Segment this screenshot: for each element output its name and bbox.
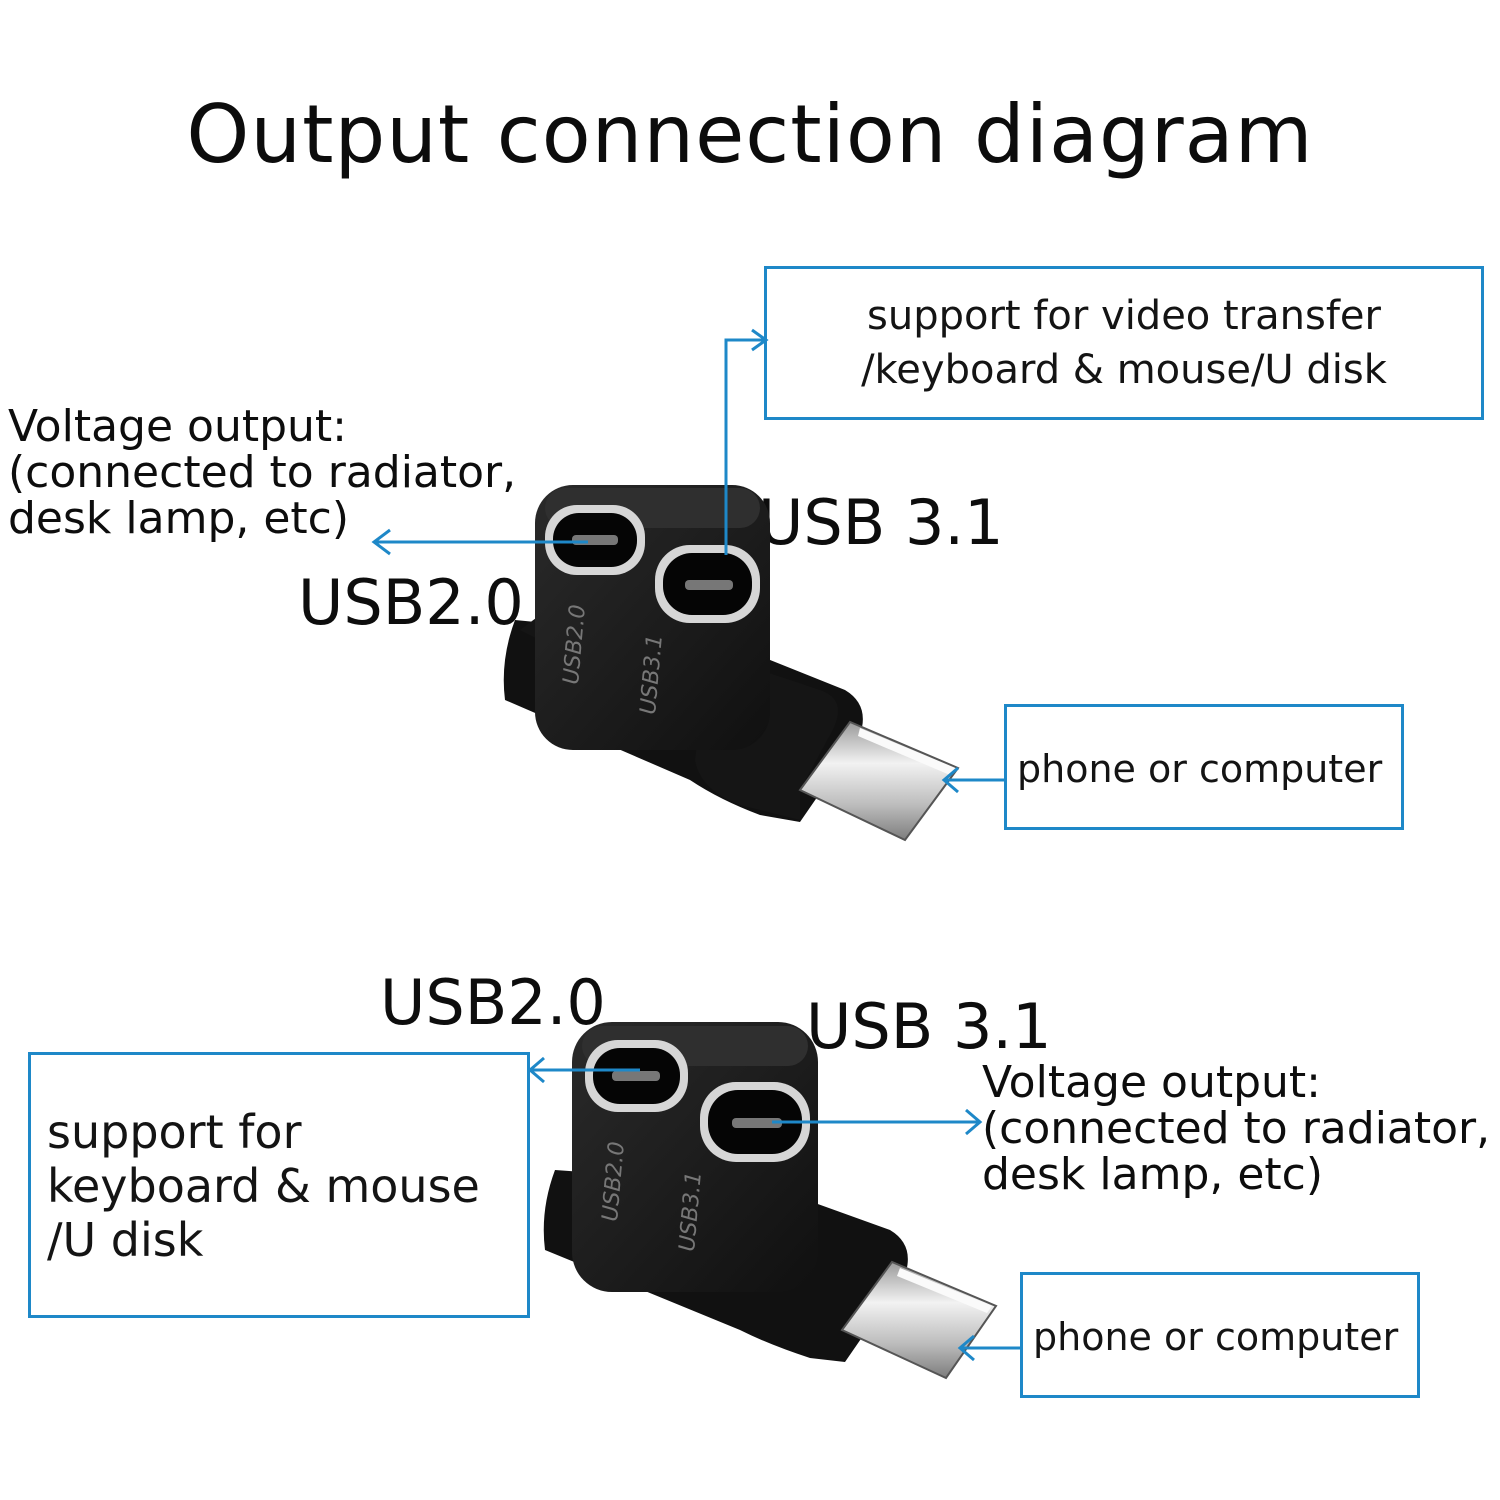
bottom-usb31-label: USB 3.1 [806, 990, 1052, 1063]
top-support-line-1: support for video transfer [867, 293, 1381, 339]
top-voltage-line-2: (connected to radiator, [8, 447, 517, 498]
top-voltage-line-3: desk lamp, etc) [8, 493, 350, 544]
top-usb20-label: USB2.0 [298, 566, 524, 639]
bottom-support-line-3: /U disk [47, 1213, 204, 1267]
bottom-voltage-label: Voltage output: (connected to radiator, … [982, 1060, 1490, 1198]
bottom-usb20-label: USB2.0 [380, 966, 606, 1039]
top-arrow-support [724, 328, 769, 555]
top-usb31-label: USB 3.1 [758, 486, 1004, 559]
bottom-voltage-line-1: Voltage output: [982, 1057, 1321, 1108]
bottom-voltage-line-2: (connected to radiator, [982, 1103, 1491, 1154]
bottom-usbc-plug [840, 1260, 998, 1380]
bottom-phone-label: phone or computer [1033, 1315, 1399, 1359]
top-support-box: support for video transfer /keyboard & m… [764, 266, 1484, 420]
bottom-support-line-2: keyboard & mouse [47, 1159, 480, 1213]
bottom-arrow-voltage [772, 1108, 983, 1136]
connector-arrows [371, 328, 1020, 1362]
bottom-arrow-support [527, 1056, 640, 1084]
bottom-arrow-phone [957, 1334, 1020, 1362]
top-voltage-label: Voltage output: (connected to radiator, … [8, 404, 516, 542]
bottom-adapter: USB2.0 USB3.1 [543, 1022, 998, 1380]
top-usb20-port [545, 505, 645, 575]
bottom-support-box: support for keyboard & mouse /U disk [28, 1052, 530, 1318]
top-phone-box: phone or computer [1004, 704, 1404, 830]
top-voltage-line-1: Voltage output: [8, 401, 347, 452]
top-phone-label: phone or computer [1017, 747, 1383, 791]
top-arrow-voltage [371, 528, 588, 556]
top-adapter: USB2.0 USB3.1 [503, 485, 960, 842]
diagram-title: Output connection diagram [186, 88, 1314, 181]
bottom-support-line-1: support for [47, 1105, 302, 1159]
bottom-usb31-port [700, 1082, 810, 1162]
bottom-phone-box: phone or computer [1020, 1272, 1420, 1398]
bottom-voltage-line-3: desk lamp, etc) [982, 1149, 1324, 1200]
bottom-usb20-port [585, 1040, 688, 1112]
top-arrow-phone [941, 766, 1004, 794]
top-usb31-port [655, 545, 760, 623]
top-support-line-2: /keyboard & mouse/U disk [861, 347, 1387, 393]
